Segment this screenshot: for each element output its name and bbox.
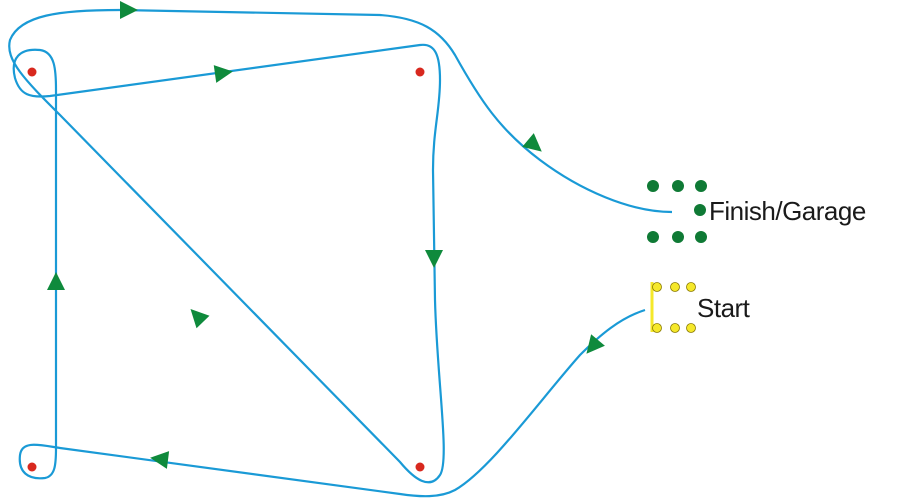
arrow-icon [47, 272, 65, 290]
start-dot [670, 323, 680, 333]
start-marker [650, 282, 696, 333]
arrow-icon [120, 1, 138, 19]
route-path [8, 8, 673, 498]
waypoint-bottom-left [27, 462, 37, 472]
finish-dot [672, 180, 684, 192]
start-dot [652, 282, 662, 292]
waypoint-top-left [27, 67, 37, 77]
finish-dot [647, 231, 659, 243]
finish-dot [672, 231, 684, 243]
waypoint-top-right [415, 67, 425, 77]
direction-arrows [47, 1, 605, 469]
finish-dot [647, 180, 659, 192]
start-dot [670, 282, 680, 292]
waypoint-bottom-right [415, 462, 425, 472]
start-label: Start [697, 293, 750, 323]
start-dot [686, 282, 696, 292]
finish-marker [647, 180, 707, 243]
finish-label: Finish/Garage [709, 196, 866, 226]
arrow-icon [190, 309, 210, 329]
finish-dot [695, 180, 707, 192]
arrow-icon [150, 451, 170, 469]
finish-dot [695, 231, 707, 243]
start-dot [686, 323, 696, 333]
arrow-icon [425, 250, 443, 268]
waypoints [27, 67, 425, 472]
arrow-icon [213, 65, 233, 83]
arrow-icon [586, 334, 605, 354]
arrow-icon [522, 133, 542, 152]
finish-dot [694, 204, 706, 216]
start-dot [652, 323, 662, 333]
